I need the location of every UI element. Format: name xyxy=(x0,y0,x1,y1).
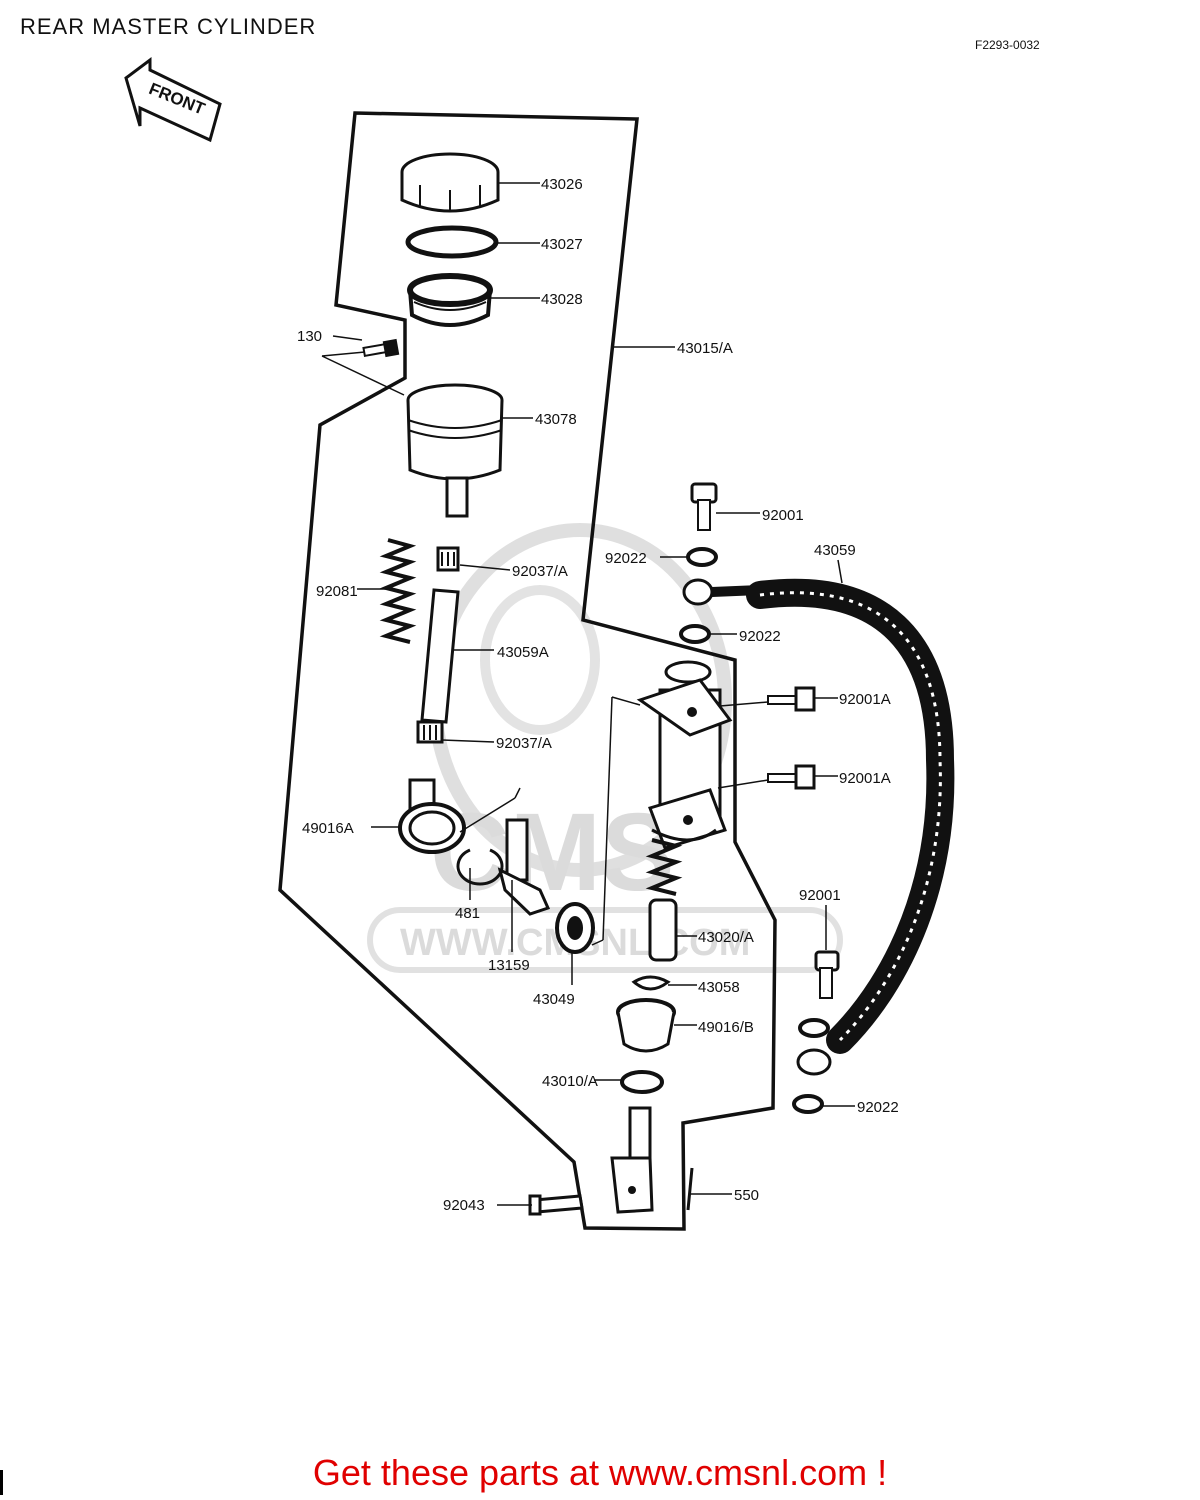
pin-icon xyxy=(528,1194,584,1216)
part-label-92043: 92043 xyxy=(443,1197,485,1214)
part-label-49016b: 49016/B xyxy=(698,1019,754,1036)
circlip-icon xyxy=(456,848,504,886)
part-label-92022-b: 92022 xyxy=(739,628,781,645)
reservoir-hose-icon xyxy=(420,588,460,724)
part-label-92037a-bot: 92037/A xyxy=(496,735,552,752)
connector-icon xyxy=(398,778,466,854)
cotter-pin-icon xyxy=(686,1167,694,1211)
part-label-43020a: 43020/A xyxy=(698,929,754,946)
part-label-92022-c: 92022 xyxy=(857,1099,899,1116)
promo-link[interactable]: Get these parts at www.cmsnl.com ! xyxy=(312,1452,888,1493)
washer-icon xyxy=(798,1018,830,1038)
bolt-icon xyxy=(814,950,840,999)
brake-hose-icon xyxy=(682,578,955,1076)
edge-marker xyxy=(0,1470,3,1495)
clamp-icon xyxy=(416,720,444,744)
washer-icon xyxy=(679,624,711,644)
part-label-49016a: 49016A xyxy=(302,820,354,837)
part-label-43058: 43058 xyxy=(698,979,740,996)
washer-icon xyxy=(792,1094,824,1114)
reservoir-cap-icon xyxy=(400,152,500,213)
part-label-92037a-top: 92037/A xyxy=(512,563,568,580)
part-label-43015a: 43015/A xyxy=(677,340,733,357)
reservoir-plate-icon xyxy=(405,225,499,259)
bolt-icon xyxy=(767,686,816,712)
front-arrow-icon: FRONT xyxy=(124,57,222,143)
figure-code: F2293-0032 xyxy=(975,38,1040,52)
part-label-43028: 43028 xyxy=(541,291,583,308)
part-label-43078: 43078 xyxy=(535,411,577,428)
stopper-icon xyxy=(631,975,671,991)
page-title: REAR MASTER CYLINDER xyxy=(20,14,317,39)
part-label-92001-top: 92001 xyxy=(762,507,804,524)
part-label-13159: 13159 xyxy=(488,957,530,974)
washer-icon xyxy=(686,547,718,567)
diaphragm-icon xyxy=(407,273,493,327)
part-label-43049: 43049 xyxy=(533,991,575,1008)
part-label-481: 481 xyxy=(455,905,480,922)
bolt-icon xyxy=(767,764,816,790)
part-label-43027: 43027 xyxy=(541,236,583,253)
part-label-43059: 43059 xyxy=(814,542,856,559)
part-label-550: 550 xyxy=(734,1187,759,1204)
part-label-92081: 92081 xyxy=(316,583,358,600)
screw-icon xyxy=(362,338,400,358)
spring-icon xyxy=(379,538,417,644)
part-label-92001-right: 92001 xyxy=(799,887,841,904)
push-rod-icon xyxy=(610,1070,664,1214)
boot-icon xyxy=(555,902,595,954)
assembly-outline xyxy=(278,111,777,1231)
master-cylinder-body-icon xyxy=(636,660,733,850)
boot-seal-icon xyxy=(616,998,676,1053)
bolt-icon xyxy=(690,482,718,531)
clamp-icon xyxy=(436,546,460,572)
part-label-130: 130 xyxy=(297,328,322,345)
reservoir-icon xyxy=(406,383,504,518)
part-label-92001a-top: 92001A xyxy=(839,691,891,708)
part-label-92022-a: 92022 xyxy=(605,550,647,567)
part-label-92001a-bot: 92001A xyxy=(839,770,891,787)
part-label-43026: 43026 xyxy=(541,176,583,193)
part-labels: 43026 43027 43028 130 43015/A 43078 9200… xyxy=(297,176,899,1214)
leader-lines xyxy=(321,182,855,1206)
piston-icon xyxy=(645,838,683,962)
part-label-43059a: 43059A xyxy=(497,644,549,661)
part-label-43010a: 43010/A xyxy=(542,1073,598,1090)
